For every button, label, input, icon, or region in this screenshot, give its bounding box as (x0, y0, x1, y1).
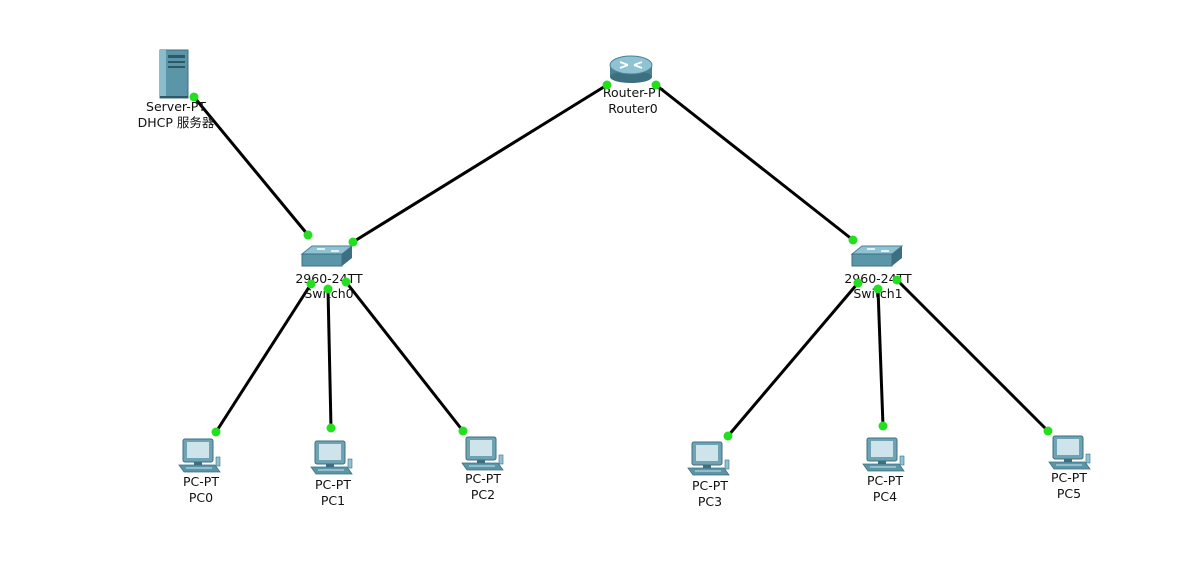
port-light (341, 277, 351, 287)
port-light (189, 92, 199, 102)
pc-icon (310, 440, 353, 475)
device-name-label: PC0 (189, 490, 213, 505)
port-light (873, 284, 883, 294)
device-model-label: PC-PT (867, 473, 903, 488)
link-switch1-pc3[interactable] (726, 281, 860, 438)
device-model-label: Router-PT (603, 85, 664, 100)
port-light (458, 426, 468, 436)
port-light (1043, 426, 1053, 436)
link-switch1-pc5[interactable] (895, 278, 1050, 433)
device-name-label: DHCP 服务器 (138, 115, 215, 130)
links (192, 83, 1050, 438)
pc-icon (862, 437, 905, 472)
link-router0-switch1[interactable] (654, 83, 855, 242)
device-model-label: PC-PT (692, 478, 728, 493)
port-light (306, 279, 316, 289)
port-light (602, 80, 612, 90)
device-pc0[interactable]: PC-PT PC0 (178, 438, 221, 505)
device-pc4[interactable]: PC-PT PC4 (862, 437, 905, 504)
link-switch0-pc0[interactable] (214, 282, 313, 434)
device-pc3[interactable]: PC-PT PC3 (687, 441, 730, 509)
port-light (211, 427, 221, 437)
port-light (892, 275, 902, 285)
port-light (303, 230, 313, 240)
port-lights (189, 80, 1053, 441)
device-model-label: PC-PT (1051, 470, 1087, 485)
device-model-label: PC-PT (183, 474, 219, 489)
device-pc1[interactable]: PC-PT PC1 (310, 440, 353, 508)
device-pc2[interactable]: PC-PT PC2 (461, 436, 504, 502)
device-name-label: PC1 (321, 493, 345, 508)
device-pc5[interactable]: PC-PT PC5 (1048, 435, 1091, 501)
server-icon (159, 49, 189, 99)
link-switch0-pc2[interactable] (344, 280, 465, 433)
device-name-label: Switch0 (304, 286, 353, 301)
device-model-label: PC-PT (315, 477, 351, 492)
link-switch0-pc1[interactable] (326, 287, 333, 430)
port-light (878, 421, 888, 431)
device-name-label: Router0 (608, 101, 657, 116)
pc-icon (178, 438, 221, 473)
port-light (853, 278, 863, 288)
device-name-label: PC3 (698, 494, 722, 509)
port-light (348, 237, 358, 247)
port-light (848, 235, 858, 245)
pc-icon (1048, 435, 1091, 470)
switch-icon (851, 245, 903, 267)
device-name-label: PC4 (873, 489, 897, 504)
port-light (323, 284, 333, 294)
port-light (723, 431, 733, 441)
device-model-label: PC-PT (465, 471, 501, 486)
pc-icon (687, 441, 730, 476)
device-model-label: Server-PT (146, 99, 206, 114)
link-server-switch0[interactable] (192, 95, 310, 237)
router-icon (609, 55, 653, 84)
port-light (651, 80, 661, 90)
device-model-label: 2960-24TT (295, 271, 363, 286)
link-switch0-router0[interactable] (351, 83, 609, 244)
port-light (326, 423, 336, 433)
device-server[interactable]: Server-PT DHCP 服务器 (138, 49, 215, 130)
link-switch1-pc4[interactable] (876, 287, 885, 428)
device-name-label: PC5 (1057, 486, 1081, 501)
device-name-label: PC2 (471, 487, 495, 502)
switch-icon (301, 245, 353, 267)
pc-icon (461, 436, 504, 471)
device-router0[interactable]: Router-PT Router0 (603, 55, 664, 116)
